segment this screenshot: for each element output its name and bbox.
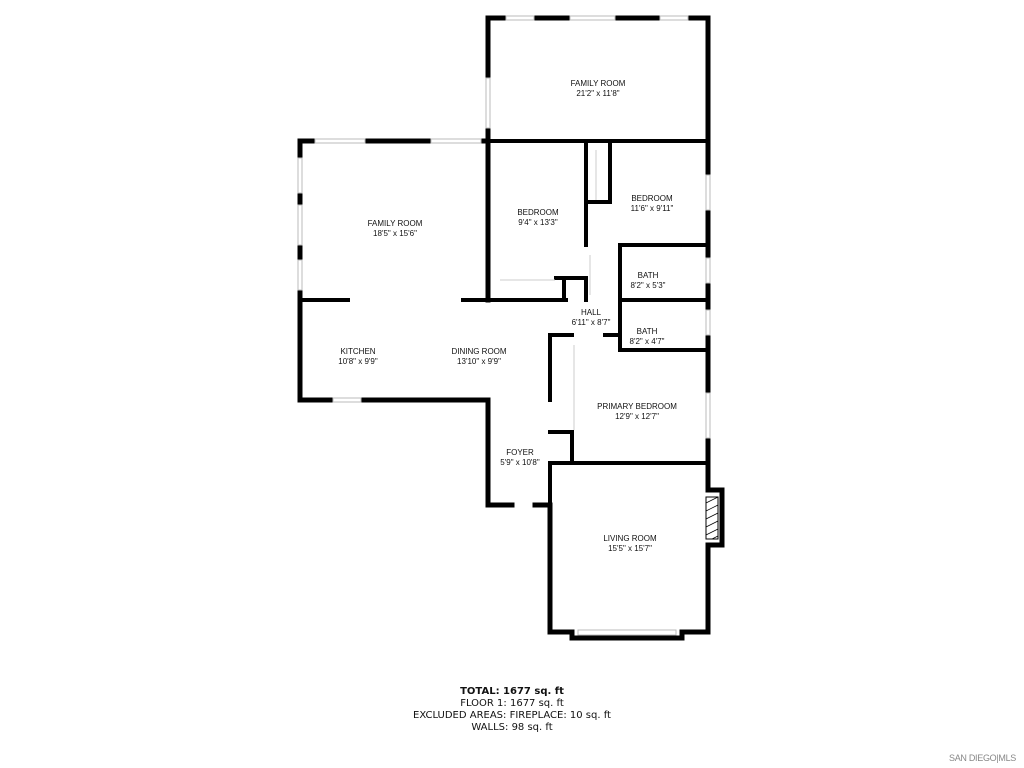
interior-walls xyxy=(298,139,710,507)
watermark-logo: SAN DIEGO|MLS xyxy=(949,753,1016,763)
room-name: FAMILY ROOM xyxy=(367,219,423,228)
room-name: BATH xyxy=(637,271,659,280)
room-name: FOYER xyxy=(506,448,534,457)
room-label-bedroom-1: BEDROOM 9'4" x 13'3" xyxy=(517,208,558,228)
room-label-family-room-upper: FAMILY ROOM 21'2" x 11'8" xyxy=(571,79,626,99)
walls-area: WALLS: 98 sq. ft xyxy=(471,722,553,733)
room-name: KITCHEN xyxy=(340,347,376,356)
room-label-bath-1: BATH 8'2" x 5'3" xyxy=(631,271,666,291)
room-size: 13'10" x 9'9" xyxy=(457,357,501,366)
excluded-areas: EXCLUDED AREAS: FIREPLACE: 10 sq. ft xyxy=(413,710,611,721)
room-size: 9'4" x 13'3" xyxy=(518,218,558,227)
room-label-living-room: LIVING ROOM 15'5" x 15'7" xyxy=(603,534,656,554)
room-label-bedroom-2: BEDROOM 11'6" x 9'11" xyxy=(631,194,674,214)
room-name: BEDROOM xyxy=(631,194,673,203)
room-size: 10'8" x 9'9" xyxy=(338,357,378,366)
room-label-bath-2: BATH 8'2" x 4'7" xyxy=(630,327,665,347)
room-size: 8'2" x 5'3" xyxy=(630,281,666,290)
windows xyxy=(297,15,711,636)
room-size: 6'11" x 8'7" xyxy=(571,318,611,327)
room-name: PRIMARY BEDROOM xyxy=(597,402,677,411)
room-name: BEDROOM xyxy=(517,208,559,217)
room-label-family-room: FAMILY ROOM 18'5" x 15'6" xyxy=(368,219,423,239)
room-label-foyer: FOYER 5'9" x 10'8" xyxy=(500,448,539,468)
floor-area: FLOOR 1: 1677 sq. ft xyxy=(460,698,564,709)
room-size: 8'2" x 4'7" xyxy=(629,337,665,346)
room-name: DINING ROOM xyxy=(451,347,507,356)
room-name: FAMILY ROOM xyxy=(570,79,626,88)
room-label-kitchen: KITCHEN 10'8" x 9'9" xyxy=(338,347,377,367)
doors xyxy=(500,150,597,430)
room-label-dining-room: DINING ROOM 13'10" x 9'9" xyxy=(451,347,506,367)
room-label-primary-bedroom: PRIMARY BEDROOM 12'9" x 12'7" xyxy=(597,402,677,422)
room-size: 21'2" x 11'8" xyxy=(576,89,620,98)
room-size: 15'5" x 15'7" xyxy=(608,544,652,553)
room-name: BATH xyxy=(636,327,658,336)
room-size: 5'9" x 10'8" xyxy=(500,458,540,467)
area-summary: TOTAL: 1677 sq. ft FLOOR 1: 1677 sq. ft … xyxy=(413,686,611,734)
room-size: 12'9" x 12'7" xyxy=(615,412,659,421)
room-label-hall: HALL 6'11" x 8'7" xyxy=(572,308,611,328)
fireplace xyxy=(705,496,719,540)
room-size: 18'5" x 15'6" xyxy=(373,229,417,238)
total-area: TOTAL: 1677 sq. ft xyxy=(460,686,564,697)
room-name: HALL xyxy=(580,308,601,317)
room-name: LIVING ROOM xyxy=(603,534,657,543)
room-size: 11'6" x 9'11" xyxy=(630,204,674,213)
